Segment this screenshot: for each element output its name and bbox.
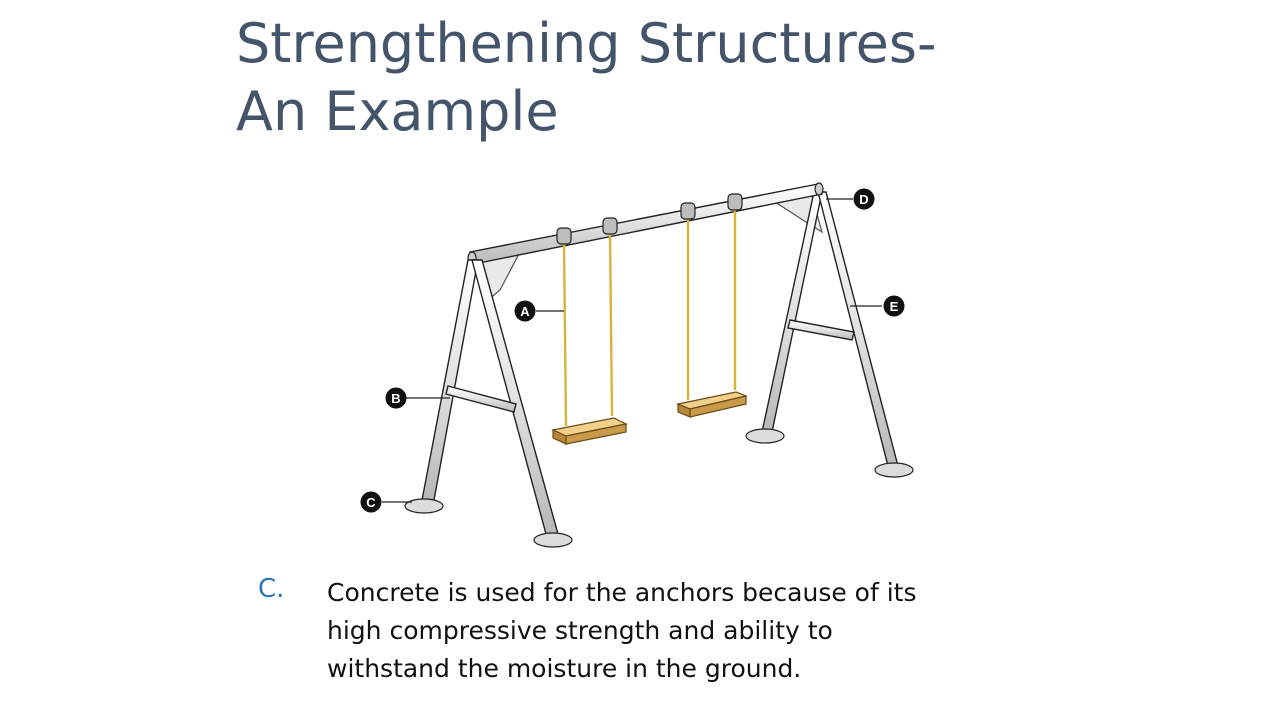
- svg-text:B: B: [391, 391, 400, 406]
- label-b: B: [385, 387, 407, 409]
- swing-hangers: [556, 193, 743, 245]
- right-anchors: [745, 428, 914, 478]
- slide-title: Strengthening Structures- An Example: [236, 10, 937, 146]
- svg-text:D: D: [859, 192, 868, 207]
- svg-text:C: C: [366, 495, 376, 510]
- right-a-frame: [761, 191, 899, 467]
- slide-body-text: Concrete is used for the anchors because…: [327, 574, 1087, 688]
- left-a-frame: [421, 259, 559, 535]
- swing-ropes: [562, 206, 737, 427]
- title-line-1: Strengthening Structures-: [236, 12, 937, 75]
- left-anchors: [404, 498, 573, 548]
- body-line-2: high compressive strength and ability to: [327, 616, 833, 645]
- bullet-marker: C.: [258, 574, 285, 604]
- label-a: A: [514, 300, 536, 322]
- body-line-1: Concrete is used for the anchors because…: [327, 578, 917, 607]
- callout-labels: A B C D E: [360, 188, 905, 513]
- leader-lines: [382, 198, 882, 503]
- swing-set-diagram: A B C D E: [360, 182, 914, 548]
- title-line-2: An Example: [236, 80, 559, 143]
- top-bar: [467, 182, 824, 265]
- swing-seats: [551, 391, 748, 445]
- label-d: D: [853, 188, 875, 210]
- label-c: C: [360, 491, 382, 513]
- svg-text:E: E: [890, 299, 899, 314]
- body-line-3: withstand the moisture in the ground.: [327, 654, 802, 683]
- svg-text:A: A: [520, 304, 530, 319]
- label-e: E: [883, 295, 905, 317]
